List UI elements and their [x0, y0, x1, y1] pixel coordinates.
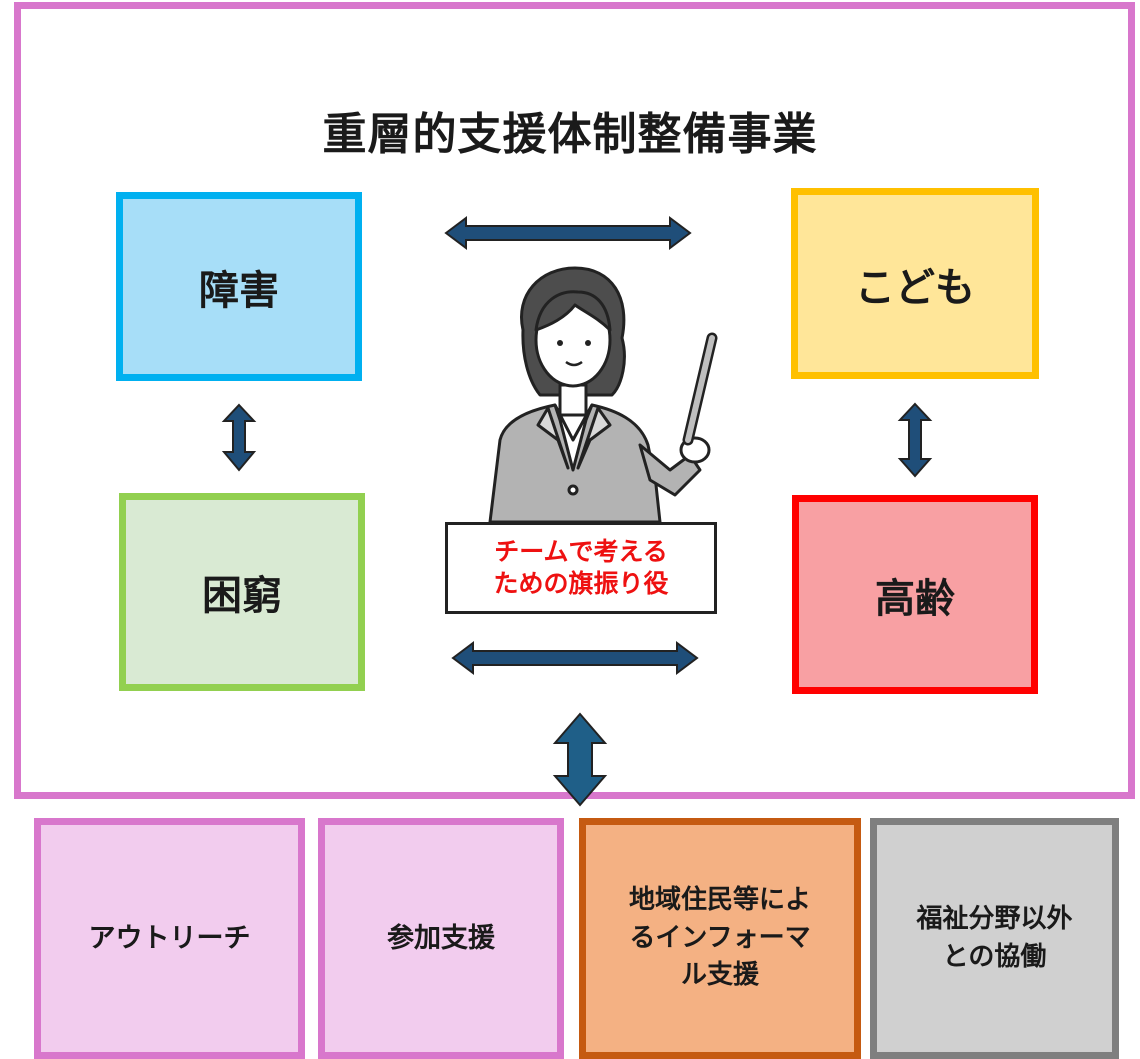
box-outreach: アウトリーチ — [34, 818, 305, 1059]
arrow-center-vertical — [552, 712, 608, 807]
box-informal-line3: ル支援 — [680, 960, 759, 991]
box-shogai-label: 障害 — [199, 267, 279, 314]
box-korei-label: 高齢 — [875, 575, 955, 622]
box-informal-support: 地域住民等によ るインフォーマ ル支援 — [579, 818, 861, 1059]
box-shogai: 障害 — [116, 192, 362, 381]
box-outreach-label: アウトリーチ — [88, 922, 251, 954]
center-role-label-line2: ための旗振り役 — [493, 569, 669, 598]
arrow-top-horizontal — [444, 216, 692, 250]
box-korei: 高齢 — [792, 495, 1038, 694]
box-kyodo-line2: との協働 — [942, 941, 1047, 972]
arrow-left-vertical — [221, 403, 257, 472]
box-kyodo-line1: 福祉分野以外 — [916, 903, 1073, 934]
box-informal-line1: 地域住民等によ — [628, 884, 811, 915]
box-sanka-shien-label: 参加支援 — [387, 922, 495, 954]
arrow-bottom-horizontal — [451, 641, 699, 675]
box-informal-line2: るインフォーマ — [629, 922, 811, 953]
box-sanka-shien: 参加支援 — [318, 818, 564, 1059]
diagram-title: 重層的支援体制整備事業 — [322, 109, 818, 160]
center-role-label: チームで考える ための旗振り役 — [445, 522, 717, 614]
box-non-welfare-collaboration: 福祉分野以外 との協働 — [870, 818, 1119, 1059]
presenter-illustration-icon — [488, 266, 718, 524]
center-role-label-line1: チームで考える — [494, 536, 668, 566]
box-konkyu: 困窮 — [119, 493, 365, 691]
arrow-right-vertical — [897, 402, 933, 478]
box-konkyu-label: 困窮 — [202, 573, 282, 619]
box-kodomo-label: こども — [855, 264, 975, 311]
box-kodomo: こども — [791, 188, 1039, 379]
